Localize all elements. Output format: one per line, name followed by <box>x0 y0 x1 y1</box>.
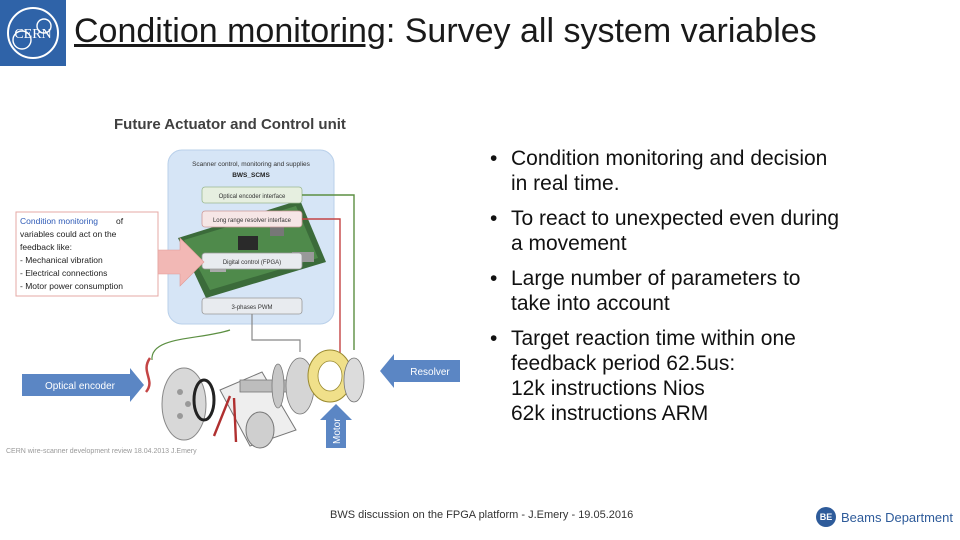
panel-title: Scanner control, monitoring and supplies <box>192 161 311 168</box>
slide-title-rest: : Survey all system variables <box>385 12 817 50</box>
dept-badge: BE <box>816 507 836 527</box>
module-label: Digital control (FPGA) <box>223 260 281 266</box>
bullet-list: • Condition monitoring and decision in r… <box>490 146 910 436</box>
bullet-item: • Condition monitoring and decision in r… <box>490 146 910 196</box>
mechanics-illustration <box>144 349 365 449</box>
bullet-line: feedback period 62.5us: <box>511 352 736 375</box>
callout-highlight: Condition monitoring <box>20 216 98 226</box>
beams-department-logo: BE Beams Department <box>816 506 953 528</box>
resolver-arrow <box>380 354 460 388</box>
bullet-line: Condition monitoring and decision <box>511 147 828 170</box>
bullet-line: To react to unexpected even during <box>511 207 840 230</box>
callout-line: - Mechanical vibration <box>20 255 103 265</box>
slide-title-underlined: Condition monitoring <box>74 12 386 50</box>
bullet-dot: • <box>490 147 498 170</box>
footer-text: BWS discussion on the FPGA platform - J.… <box>330 509 634 521</box>
bullet-line: take into account <box>511 292 670 315</box>
callout-line: of <box>116 216 124 226</box>
motor-label: Motor <box>332 418 343 444</box>
bullet-dot: • <box>490 267 498 290</box>
optical-encoder-arrow <box>22 368 144 402</box>
figure-credit: CERN wire-scanner development review 18.… <box>6 448 197 455</box>
module-label: Optical encoder interface <box>219 194 286 200</box>
cern-logo: CERN <box>0 0 66 66</box>
bullet-line: a movement <box>511 232 627 255</box>
grey-pwm-wire <box>251 314 301 352</box>
callout-line: - Electrical connections <box>20 268 107 278</box>
callout-box <box>15 211 159 297</box>
red-feedback-wire <box>302 218 341 360</box>
green-feedback-wire <box>302 194 355 350</box>
callout-line: - Motor power consumption <box>20 281 123 291</box>
bullet-line: in real time. <box>511 172 620 195</box>
callout-line: variables could act on the <box>20 229 117 239</box>
module-label: Long range resolver interface <box>213 218 292 224</box>
bullet-line: Target reaction time within one <box>511 327 796 350</box>
bullet-line: 62k instructions ARM <box>511 402 709 425</box>
figure-title: Future Actuator and Control unit <box>114 116 346 133</box>
bullet-dot: • <box>490 327 498 350</box>
callout-line: feedback like: <box>20 242 72 252</box>
actuator-diagram: Scanner control, monitoring and supplies… <box>15 149 460 449</box>
bullet-dot: • <box>490 207 498 230</box>
bullet-line: Large number of parameters to <box>511 267 801 290</box>
resolver-label: Resolver <box>410 367 450 378</box>
callout-text: Condition monitoring of variables could … <box>20 216 125 291</box>
bullet-item: • Target reaction time within one feedba… <box>490 326 910 426</box>
encoder-wire <box>151 329 231 361</box>
bullet-line: 12k instructions Nios <box>511 377 705 400</box>
bullet-item: • Large number of parameters to take int… <box>490 266 910 316</box>
slide-title: Condition monitoring: Survey all system … <box>74 12 817 51</box>
motor-arrow <box>320 404 352 448</box>
optical-encoder-label: Optical encoder <box>45 381 116 392</box>
module-label: 3-phases PWM <box>231 305 272 311</box>
panel-subtitle: BWS_SCMS <box>232 172 270 179</box>
cern-logo-text: CERN <box>14 27 51 42</box>
dept-name: Beams Department <box>841 509 953 525</box>
bullet-item: • To react to unexpected even during a m… <box>490 206 910 256</box>
